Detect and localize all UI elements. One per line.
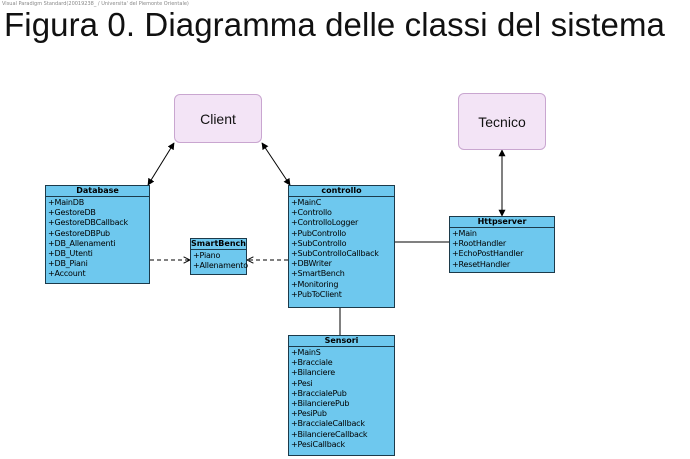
class-attribute: +RootHandler: [452, 239, 506, 249]
actor-tecnico: Tecnico: [458, 93, 546, 150]
class-attribute: +GestoreDBCallback: [48, 218, 128, 228]
class-attribute: +Monitoring: [291, 279, 339, 289]
class-database-name: Database: [46, 186, 149, 197]
class-attribute: +SubControlloCallback: [291, 248, 379, 258]
class-attribute: +BilanciereCallback: [291, 429, 368, 439]
class-attribute: +BraccialeCallback: [291, 419, 365, 429]
class-smartbench: SmartBench +Piano +Allenamento: [190, 238, 248, 275]
class-httpserver-name: Httpserver: [450, 217, 554, 228]
actor-client: Client: [174, 94, 262, 143]
actor-client-label: Client: [200, 110, 236, 127]
class-attribute: +PesiPub: [291, 409, 327, 419]
class-attribute: +Controllo: [291, 208, 332, 218]
class-attribute: +BraccialePub: [291, 388, 347, 398]
link-client-controllo: [261, 142, 291, 186]
link-client-database: [147, 142, 175, 186]
class-database: Database +MainDB +GestoreDB +GestoreDBCa…: [45, 185, 150, 284]
class-attribute: +MainC: [291, 198, 322, 207]
class-attribute: +PubToClient: [291, 289, 342, 299]
class-attribute: +DBWriter: [291, 259, 332, 269]
class-attribute: +EchoPostHandler: [452, 249, 524, 259]
class-attribute: +DB_Allenamenti: [48, 238, 116, 248]
class-attribute: +ControlloLogger: [291, 218, 359, 228]
class-controllo-name: controllo: [289, 186, 394, 197]
class-attribute: +MainDB: [48, 198, 85, 207]
class-attribute: +Bracciale: [291, 358, 333, 368]
class-attribute: +Main: [452, 229, 477, 238]
class-attribute: +SubControllo: [291, 238, 347, 248]
class-smartbench-name: SmartBench: [191, 239, 246, 250]
class-attribute: +SmartBench: [291, 269, 345, 279]
actor-tecnico-label: Tecnico: [478, 113, 526, 130]
class-attribute: +BilancierePub: [291, 398, 350, 408]
class-attribute: +Piano: [193, 251, 221, 260]
class-attribute: +DB_Utenti: [48, 248, 93, 258]
class-httpserver: Httpserver +Main +RootHandler +EchoPostH…: [449, 216, 555, 273]
class-attribute: +GestoreDB: [48, 208, 96, 218]
class-attribute: +Bilanciere: [291, 368, 335, 378]
page-title: Figura 0. Diagramma delle classi del sis…: [4, 6, 665, 43]
class-attribute: +GestoreDBPub: [48, 228, 110, 238]
class-controllo: controllo +MainC +Controllo +ControlloLo…: [288, 185, 395, 308]
class-attribute: +DB_Piani: [48, 259, 88, 269]
class-attribute: +Allenamento: [193, 261, 248, 271]
class-attribute: +PubControllo: [291, 228, 346, 238]
class-attribute: +Pesi: [291, 378, 313, 388]
class-attribute: +Account: [48, 269, 86, 279]
class-attribute: +MainS: [291, 348, 321, 357]
class-attribute: +PesiCallback: [291, 439, 345, 449]
watermark-text: Visual Paradigm Standard(20019238_ / Uni…: [2, 1, 189, 7]
class-attribute: +ResetHandler: [452, 259, 510, 269]
class-sensori: Sensori +MainS +Bracciale +Bilanciere +P…: [288, 335, 395, 456]
class-sensori-name: Sensori: [289, 336, 394, 347]
